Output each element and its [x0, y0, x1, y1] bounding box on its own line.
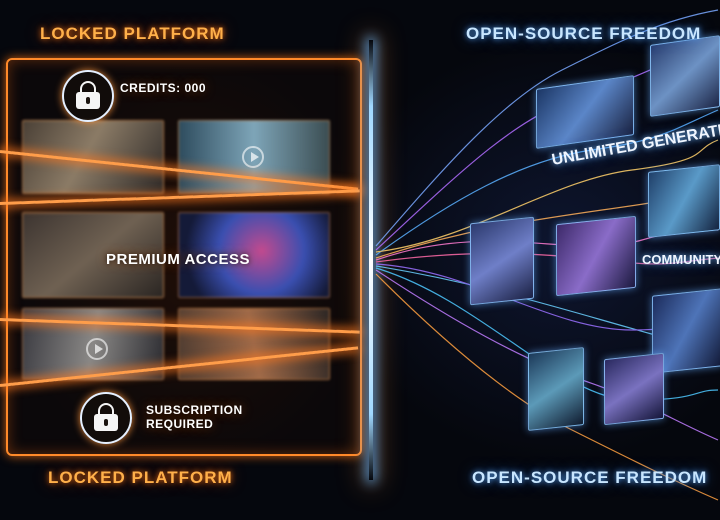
locked-platform-heading-top: LOCKED PLATFORM: [40, 24, 225, 43]
video-screen: [556, 215, 636, 297]
energy-divider: [369, 40, 373, 480]
lock-icon: [80, 392, 132, 444]
video-screen: [604, 352, 664, 426]
video-screen: [528, 347, 584, 431]
open-source-heading-bottom: OPEN-SOURCE FREEDOM: [472, 468, 708, 487]
blurred-video-thumbnail: [178, 308, 330, 380]
video-screen: [470, 216, 534, 306]
blurred-video-thumbnail: [22, 120, 164, 194]
locked-platform-heading-bottom: LOCKED PLATFORM: [48, 468, 233, 487]
blurred-video-thumbnail: [22, 212, 164, 298]
premium-access-label: PREMIUM ACCESS: [106, 251, 250, 268]
play-icon: [86, 338, 108, 360]
credits-counter: CREDITS: 000: [120, 81, 207, 95]
community-label: COMMUNITY: [642, 252, 720, 267]
blurred-video-thumbnail: [178, 212, 330, 298]
play-icon: [242, 146, 264, 168]
open-source-heading-top: OPEN-SOURCE FREEDOM: [466, 24, 702, 43]
video-screen: [648, 164, 720, 238]
subscription-required-line1: SUBSCRIPTION: [146, 403, 243, 417]
lock-icon: [62, 70, 114, 122]
video-screen: [650, 35, 720, 117]
subscription-required-line2: REQUIRED: [146, 417, 214, 431]
